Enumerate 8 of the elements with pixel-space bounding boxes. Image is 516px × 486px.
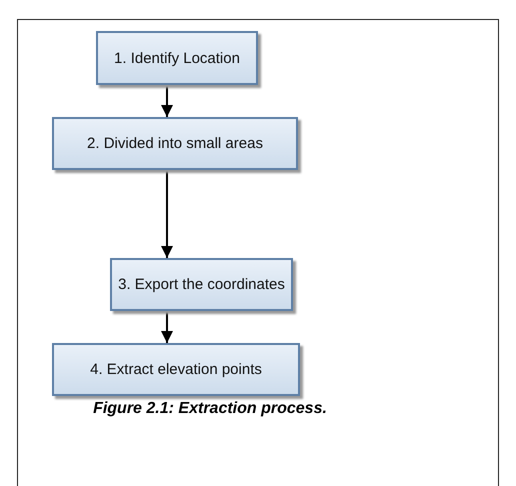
arrow — [161, 85, 173, 117]
process-box: 3. Export the coordinates — [110, 258, 293, 311]
process-box: 4. Extract elevation points — [52, 343, 300, 396]
figure-caption: Figure 2.1: Extraction process. — [92, 400, 328, 418]
arrow — [161, 170, 173, 258]
arrow — [161, 311, 173, 343]
process-box: 1. Identify Location — [96, 31, 258, 85]
process-box: 2. Divided into small areas — [52, 117, 298, 170]
